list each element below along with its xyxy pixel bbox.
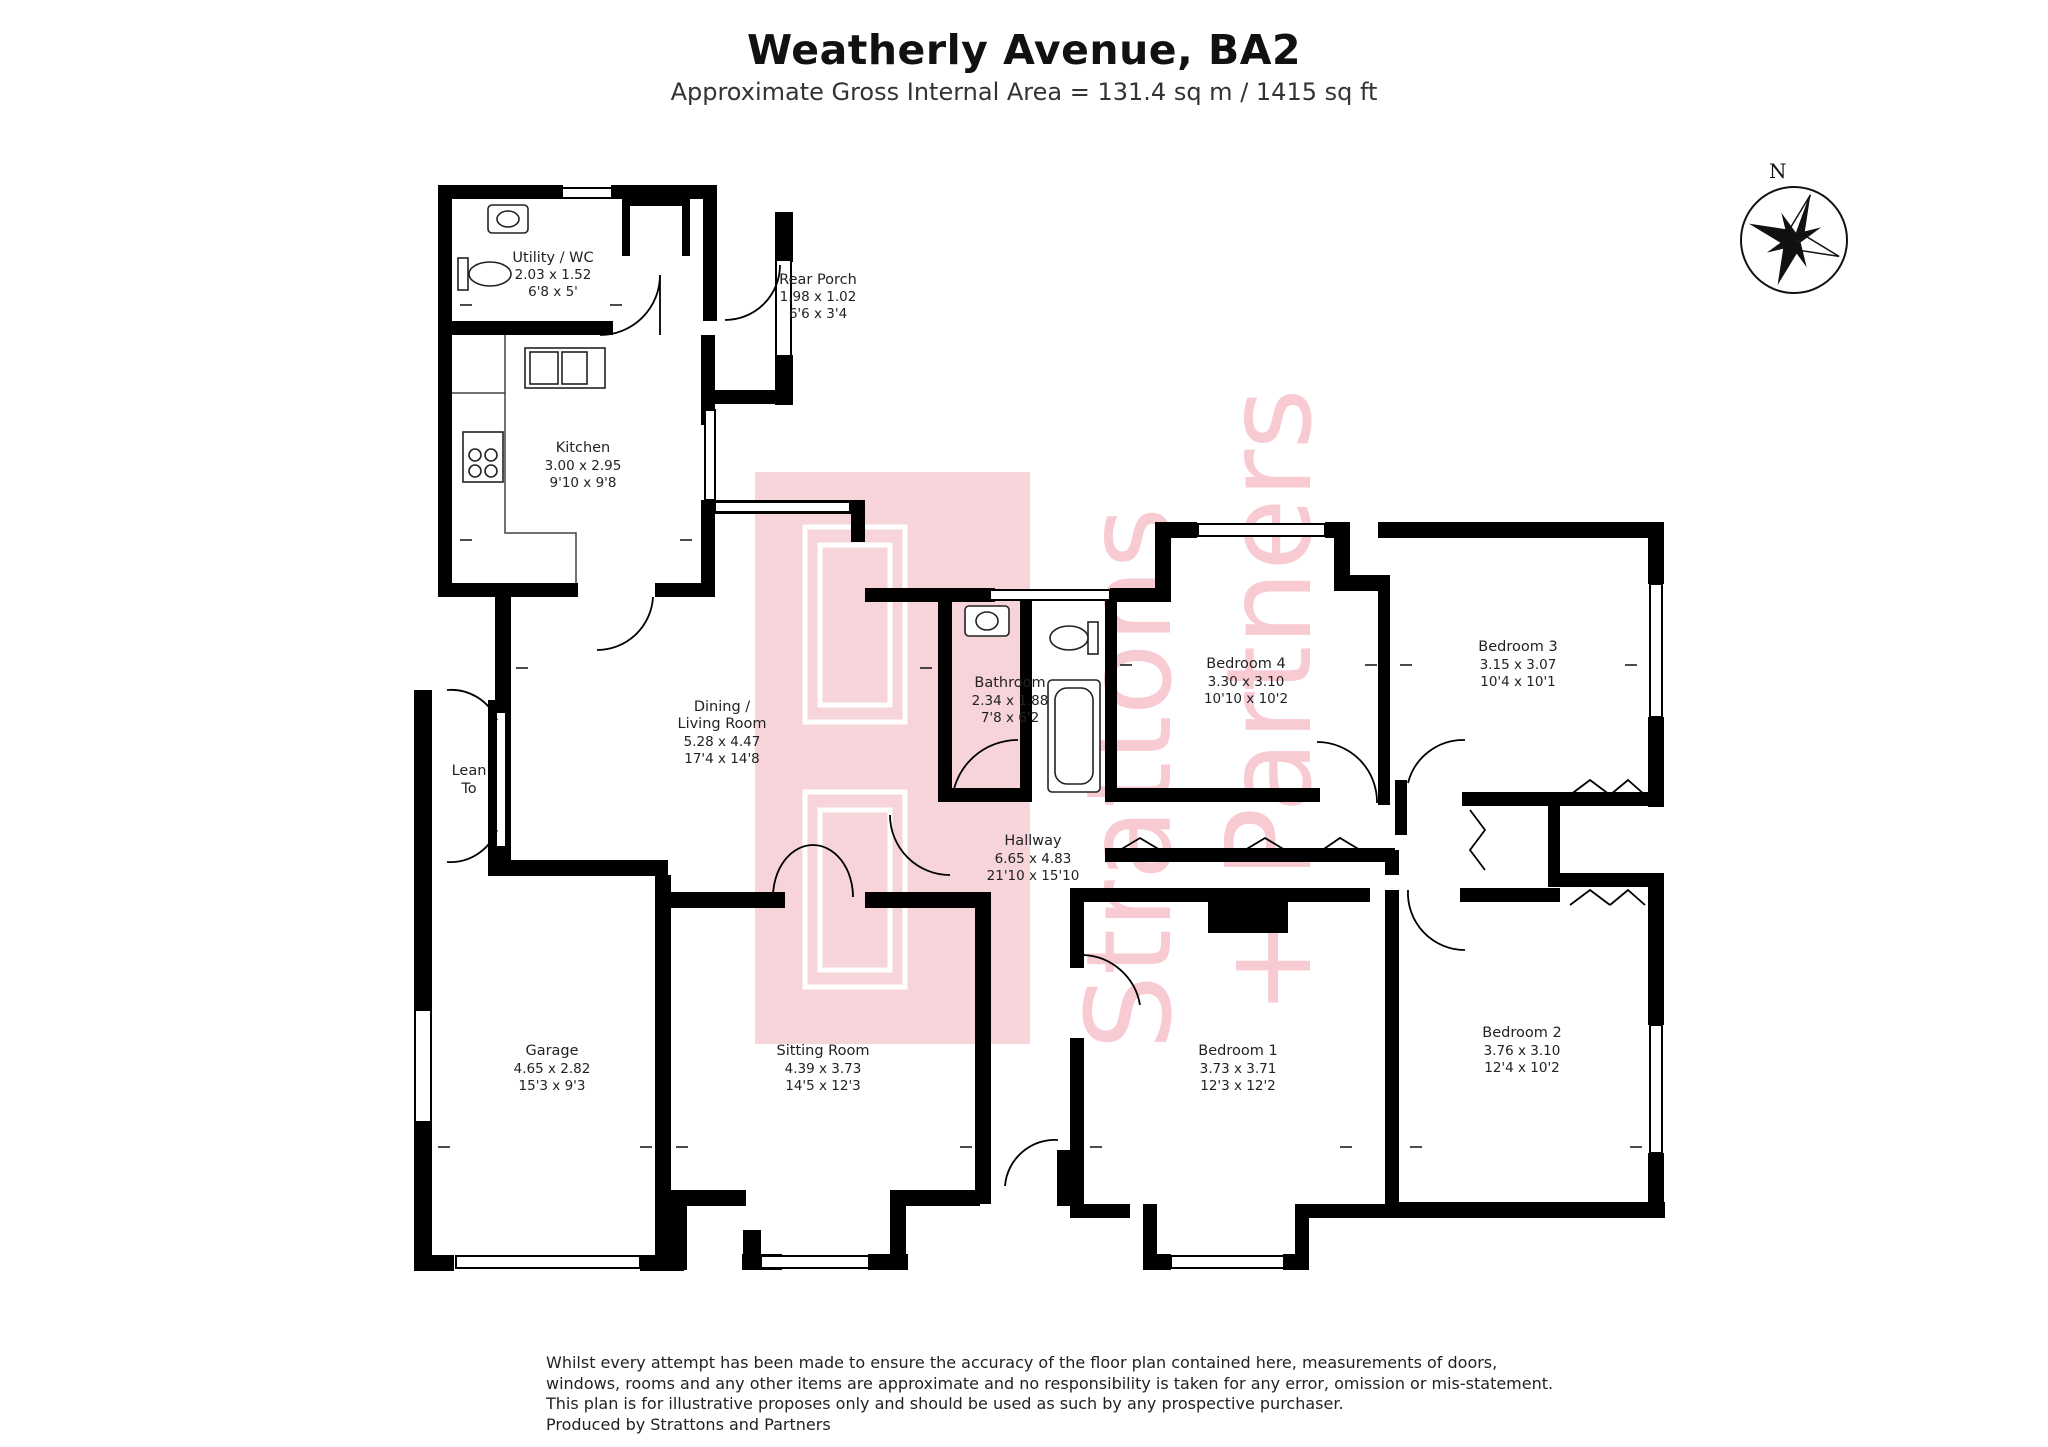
door-swing — [1004, 1139, 1059, 1187]
window — [775, 259, 792, 357]
windows — [414, 187, 1663, 1269]
rear-porch-metric: 1.98 x 1.02 — [780, 289, 857, 305]
door-swing — [772, 844, 854, 898]
hallway-metric: 6.65 x 4.83 — [995, 851, 1072, 867]
bedroom1-label: Bedroom 1 — [1198, 1043, 1277, 1059]
bedroom3-metric: 3.15 x 3.07 — [1480, 657, 1557, 673]
room-labels: Utility / WC 2.03 x 1.52 6'8 x 5' Rear P… — [452, 250, 1562, 1094]
wardrobe-doors — [1569, 778, 1646, 796]
plan-title: Weatherly Avenue, BA2 — [747, 26, 1301, 74]
window — [704, 409, 716, 501]
lean-to-label: Lean — [452, 763, 487, 779]
disclaimer: Whilst every attempt has been made to en… — [546, 1353, 1554, 1435]
bedroom2-imperial: 12'4 x 10'2 — [1484, 1060, 1560, 1076]
north-label: N — [1769, 159, 1787, 183]
disclaimer-line: windows, rooms and any other items are a… — [546, 1373, 1554, 1393]
door-swing — [1407, 739, 1466, 784]
bathroom-label: Bathroom — [974, 675, 1045, 691]
disclaimer-line: This plan is for illustrative proposes o… — [546, 1394, 1344, 1413]
utility-imperial: 6'8 x 5' — [528, 284, 578, 300]
bedroom3-label: Bedroom 3 — [1478, 639, 1557, 655]
bathroom-metric: 2.34 x 1.88 — [972, 693, 1049, 709]
window — [455, 1255, 641, 1269]
bedroom1-metric: 3.73 x 3.71 — [1200, 1061, 1277, 1077]
bedroom4-imperial: 10'10 x 10'2 — [1204, 691, 1288, 707]
window — [561, 187, 613, 199]
lean-to-label-2: To — [460, 781, 476, 797]
wardrobe-doors — [1468, 809, 1487, 871]
bedroom2-metric: 3.76 x 3.10 — [1484, 1043, 1561, 1059]
bedroom2-label: Bedroom 2 — [1482, 1025, 1561, 1041]
bedroom4-metric: 3.30 x 3.10 — [1208, 674, 1285, 690]
window — [1170, 1255, 1285, 1269]
fixtures — [457, 204, 1101, 793]
dining-imperial: 17'4 x 14'8 — [684, 751, 760, 767]
window — [714, 501, 851, 513]
toilet-icon — [1087, 621, 1099, 655]
measurement-arrows — [438, 304, 1642, 1148]
bedroom1-imperial: 12'3 x 12'2 — [1200, 1078, 1276, 1094]
kitchen-metric: 3.00 x 2.95 — [545, 458, 622, 474]
window — [414, 1009, 432, 1123]
dining-metric: 5.28 x 4.47 — [684, 734, 761, 750]
door-swing — [596, 596, 654, 651]
garage-label: Garage — [525, 1043, 578, 1059]
door-swing — [446, 688, 498, 721]
door-swing — [1407, 889, 1466, 951]
sitting-room-label: Sitting Room — [777, 1043, 870, 1059]
hallway-label: Hallway — [1004, 833, 1062, 849]
disclaimer-line: Whilst every attempt has been made to en… — [546, 1353, 1498, 1372]
rear-porch-imperial: 6'6 x 3'4 — [789, 306, 847, 322]
door-swing — [446, 829, 498, 863]
utility-metric: 2.03 x 1.52 — [515, 267, 592, 283]
window — [495, 711, 507, 848]
window — [1649, 1024, 1663, 1154]
bathroom-imperial: 7'8 x 6'2 — [981, 710, 1039, 726]
kitchen-imperial: 9'10 x 9'8 — [550, 475, 617, 491]
door-swing — [951, 739, 1019, 801]
garage-imperial: 15'3 x 9'3 — [519, 1078, 586, 1094]
toilet-icon — [457, 257, 469, 291]
gross-internal-area: Approximate Gross Internal Area = 131.4 … — [670, 78, 1378, 106]
wardrobe-doors — [1114, 836, 1366, 854]
disclaimer-line: Produced by Strattons and Partners — [546, 1414, 831, 1434]
sitting-room-imperial: 14'5 x 12'3 — [785, 1078, 861, 1094]
garage-metric: 4.65 x 2.82 — [514, 1061, 591, 1077]
north-compass-rose-icon: N — [1740, 159, 1848, 294]
window — [989, 589, 1111, 601]
kitchen-counter — [452, 392, 577, 583]
dining-label-2: Living Room — [677, 716, 766, 732]
door-swing — [889, 814, 951, 876]
watermark: Strattons + Partners — [755, 388, 1338, 1050]
door-swing — [599, 274, 661, 336]
dining-label: Dining / — [694, 699, 750, 715]
window — [760, 1255, 870, 1269]
utility-label: Utility / WC — [512, 250, 593, 266]
wardrobe-doors — [1569, 888, 1646, 906]
rear-porch-label: Rear Porch — [779, 272, 857, 288]
window — [1649, 583, 1663, 718]
door-swing — [724, 264, 781, 321]
bedroom4-label: Bedroom 4 — [1206, 656, 1285, 672]
door-swing — [1083, 954, 1141, 1006]
window — [1197, 523, 1326, 537]
door-swing — [1316, 741, 1378, 804]
sitting-room-metric: 4.39 x 3.73 — [785, 1061, 862, 1077]
bedroom3-imperial: 10'4 x 10'1 — [1480, 674, 1556, 690]
hallway-imperial: 21'10 x 15'10 — [987, 868, 1080, 884]
doors — [446, 264, 1646, 1187]
kitchen-label: Kitchen — [556, 440, 611, 456]
